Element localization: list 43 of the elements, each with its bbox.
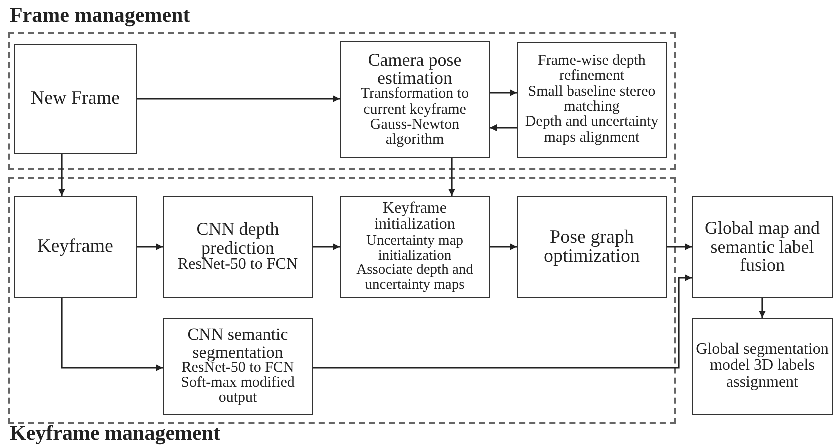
arrow [313,274,692,369]
box-detail: Depth and uncertainty maps alignment [524,115,660,146]
process-box [14,196,137,298]
arrow [448,158,456,196]
arrow [667,244,692,250]
group-heading: Keyframe management [10,422,221,445]
arrow [61,298,163,372]
box-detail: Soft-max modified output [180,376,296,407]
arrow [137,244,163,250]
process-box [340,196,490,298]
box-title: Camera pose estimation [368,50,463,88]
box-title: Keyframe [38,237,114,257]
box-detail: Associate depth and uncertainty maps [356,263,474,293]
box-title: Pose graph optimization [542,228,642,266]
process-box [692,196,833,298]
arrow [490,244,517,250]
box-title: Global map and semantic label fusion [704,219,821,275]
box-detail: ResNet-50 to FCN [182,360,294,376]
box-title: Global segmentation model 3D labels assignment [695,342,830,391]
process-box [163,318,313,415]
process-box [517,42,667,158]
arrow [490,124,517,132]
process-box [340,41,490,158]
process-box [517,196,667,298]
box-detail: Gauss-Newton algorithm [369,118,460,148]
box-detail: Uncertainty map initialization [365,234,465,264]
arrow [137,96,340,102]
box-title: New Frame [30,89,120,109]
arrow [313,244,340,250]
process-box [163,196,313,298]
box-detail: Transformation to current keyframe [360,87,470,118]
arrow [490,90,517,96]
box-title: Frame-wise depth refinement [537,54,647,85]
arrow [58,154,66,196]
box-title: CNN depth prediction [196,220,280,258]
box-detail: ResNet-50 to FCN [178,257,298,274]
group-heading: Frame management [10,4,190,28]
box-detail: Small baseline stereo matching [527,84,657,116]
box-title: Keyframe initialization [374,201,456,234]
process-box [14,44,137,154]
arrow [759,298,766,318]
process-box [692,318,833,415]
box-title: CNN semantic segmentation [186,326,290,361]
